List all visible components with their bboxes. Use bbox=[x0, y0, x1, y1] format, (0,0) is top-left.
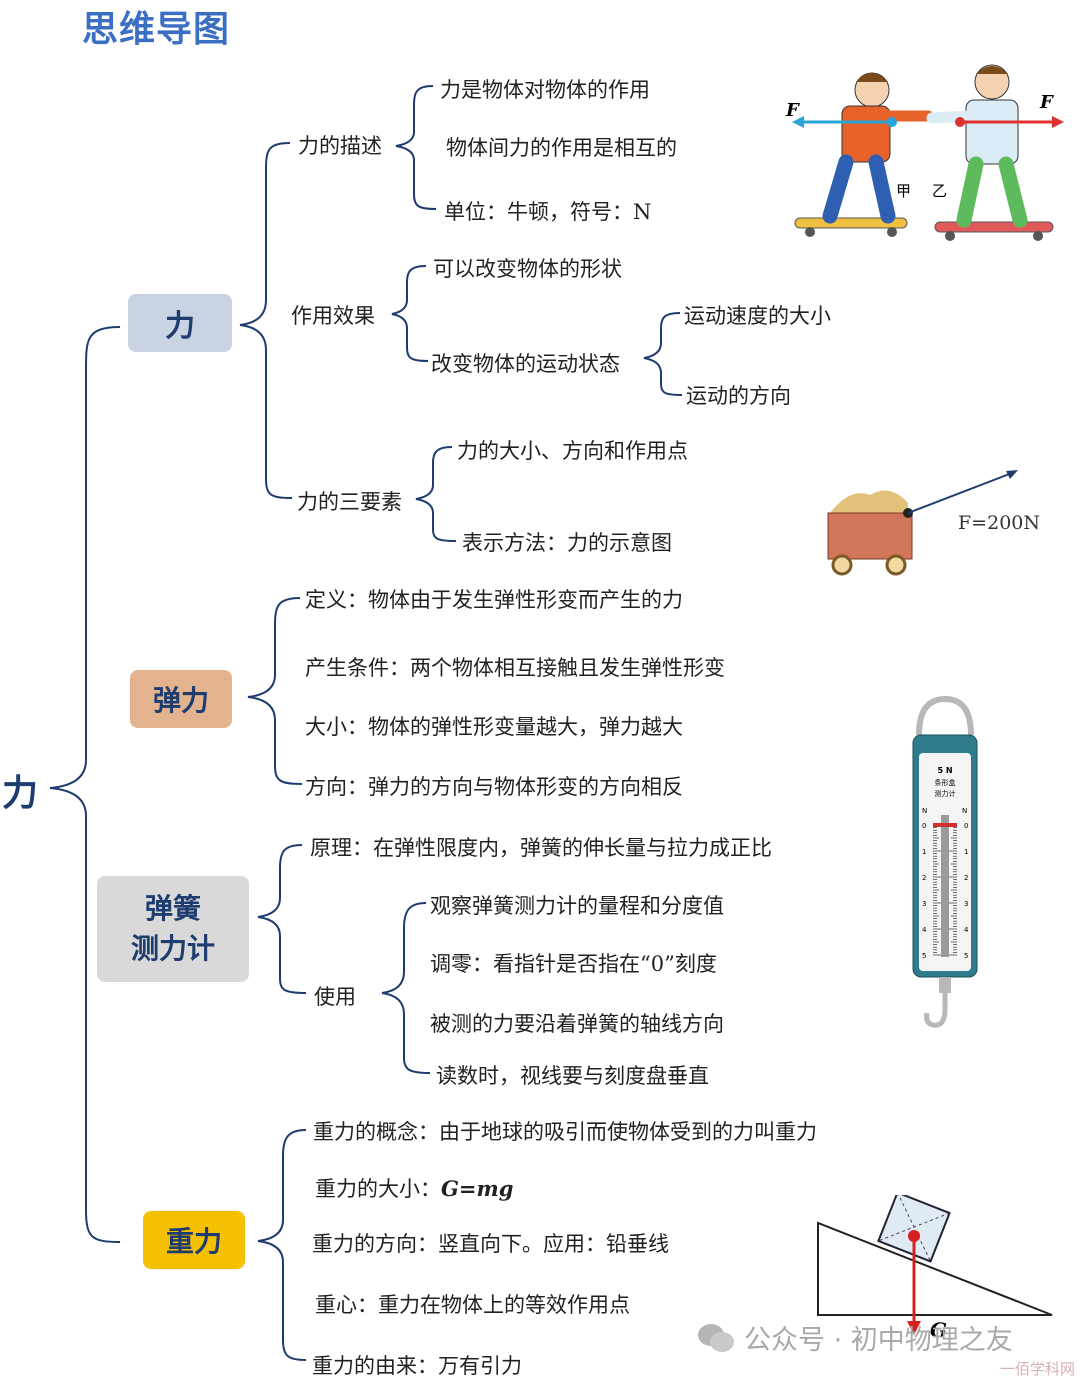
elastic-item-2: 产生条件：两个物体相互接触且发生弹性形变 bbox=[305, 656, 725, 680]
skaters-illustration: F F 甲 乙 bbox=[785, 64, 1064, 241]
gravity-concept: 重力的概念：由于地球的吸引而使物体受到的力叫重力 bbox=[313, 1120, 817, 1144]
gravity-force-label: G bbox=[930, 1318, 947, 1342]
motion-sub-2: 运动的方向 bbox=[686, 384, 791, 408]
gravity-formula: G=mg bbox=[441, 1176, 514, 1201]
force-label-left: F bbox=[785, 100, 800, 121]
label-desc: 力的描述 bbox=[298, 134, 382, 158]
force-label-right: F bbox=[1039, 92, 1054, 113]
incline-block bbox=[877, 1195, 951, 1263]
node-spring: 弹簧 测力计 bbox=[97, 876, 249, 982]
node-spring-label-2: 测力计 bbox=[130, 932, 215, 965]
node-elastic-label: 弹力 bbox=[152, 684, 209, 717]
node-gravity: 重力 bbox=[143, 1211, 245, 1269]
scale-tick-label: 3 bbox=[964, 900, 968, 908]
scale-hook bbox=[924, 993, 948, 1028]
use-item-3: 被测的力要沿着弹簧的轴线方向 bbox=[430, 1012, 724, 1036]
label-effect: 作用效果 bbox=[291, 304, 375, 328]
desc-item-1: 力是物体对物体的作用 bbox=[440, 78, 650, 102]
gravity-center: 重心：重力在物体上的等效作用点 bbox=[315, 1293, 630, 1317]
scale-tick-label: 5 bbox=[922, 952, 926, 960]
skateboard-right bbox=[934, 221, 1054, 233]
scale-model: 条形盒 bbox=[935, 778, 956, 787]
cart-illustration: F=200N bbox=[827, 470, 1040, 576]
node-spring-label-1: 弹簧 bbox=[144, 892, 201, 925]
gravity-direction: 重力的方向：竖直向下。应用：铅垂线 bbox=[312, 1232, 669, 1256]
scale-tick-label: 0 bbox=[964, 822, 968, 830]
elastic-item-3: 大小：物体的弹性形变量越大，弹力越大 bbox=[305, 715, 683, 739]
watermark-text: 公众号 · 初中物理之友 bbox=[744, 1325, 1013, 1356]
node-li: 力 bbox=[128, 294, 232, 352]
label-use: 使用 bbox=[314, 985, 356, 1009]
scale-tick-label: 1 bbox=[922, 848, 926, 856]
wechat-icon bbox=[698, 1323, 734, 1352]
elastic-item-1: 定义：物体由于发生弹性形变而产生的力 bbox=[305, 588, 683, 612]
scale-tick-label: 0 bbox=[922, 822, 926, 830]
scale-spring bbox=[941, 815, 949, 957]
scale-top-ring bbox=[916, 695, 974, 736]
name-jia: 甲 bbox=[896, 182, 911, 200]
desc-item-3: 单位：牛顿，符号：N bbox=[444, 200, 652, 224]
scale-tick-label: 4 bbox=[964, 926, 969, 934]
elements-item-2: 表示方法：力的示意图 bbox=[462, 531, 672, 555]
effect-item-2: 改变物体的运动状态 bbox=[431, 352, 620, 376]
use-item-4: 读数时，视线要与刻度盘垂直 bbox=[436, 1064, 709, 1088]
corner-watermark: 一佰学科网 bbox=[1000, 1360, 1076, 1378]
scale-tick-label: 3 bbox=[922, 900, 926, 908]
label-elements: 力的三要素 bbox=[297, 490, 402, 514]
root-node: 力 bbox=[2, 773, 39, 814]
scale-tick-label: 2 bbox=[964, 874, 968, 882]
person-jia bbox=[822, 72, 934, 224]
incline-plane bbox=[817, 1221, 1053, 1316]
scale-tick-label: 1 bbox=[964, 848, 968, 856]
scale-tick-label: 5 bbox=[964, 952, 968, 960]
node-gravity-label: 重力 bbox=[165, 1225, 222, 1258]
effect-item-1: 可以改变物体的形状 bbox=[433, 257, 622, 281]
scale-unit-left: N bbox=[922, 807, 927, 815]
use-item-1: 观察弹簧测力计的量程和分度值 bbox=[430, 894, 724, 918]
gravity-magnitude-prefix: 重力的大小： bbox=[315, 1177, 441, 1201]
scale-tick-label: 4 bbox=[922, 926, 927, 934]
cart-load bbox=[830, 490, 908, 513]
name-yi: 乙 bbox=[932, 182, 947, 200]
gravity-magnitude: 重力的大小：G=mg bbox=[315, 1173, 513, 1203]
node-li-label: 力 bbox=[165, 309, 195, 344]
scale-pointer bbox=[933, 823, 957, 827]
cart-body bbox=[827, 512, 913, 560]
scale-tick-label: 2 bbox=[922, 874, 926, 882]
scale-top-text: 5 N bbox=[937, 766, 952, 775]
skateboard-left bbox=[794, 217, 908, 229]
person-yi bbox=[926, 64, 1028, 228]
watermark: 公众号 · 初中物理之友 bbox=[696, 1318, 1013, 1357]
spring-scale-illustration: 5 N 条形盒 测力计 N N 0 0 1 1 2 2 3 3 4 4 5 5 bbox=[912, 695, 978, 1028]
spring-principle: 原理：在弹性限度内，弹簧的伸长量与拉力成正比 bbox=[310, 836, 772, 860]
cart-force-arrow bbox=[907, 472, 1013, 514]
elastic-item-4: 方向：弹力的方向与物体形变的方向相反 bbox=[305, 775, 683, 799]
gravity-origin: 重力的由来：万有引力 bbox=[312, 1354, 522, 1378]
use-item-2: 调零：看指针是否指在“0”刻度 bbox=[430, 952, 717, 976]
scale-name: 测力计 bbox=[935, 789, 956, 798]
scale-unit-right: N bbox=[962, 807, 967, 815]
incline-illustration: G bbox=[817, 1195, 1053, 1342]
desc-item-2: 物体间力的作用是相互的 bbox=[446, 136, 677, 160]
page-title: 思维导图 bbox=[82, 9, 231, 50]
node-elastic: 弹力 bbox=[130, 670, 232, 728]
motion-sub-1: 运动速度的大小 bbox=[684, 304, 831, 328]
cart-force-label: F=200N bbox=[958, 512, 1040, 534]
elements-item-1: 力的大小、方向和作用点 bbox=[457, 439, 688, 463]
scale-ticks: 0 0 1 1 2 2 3 3 4 4 5 5 bbox=[922, 822, 969, 960]
